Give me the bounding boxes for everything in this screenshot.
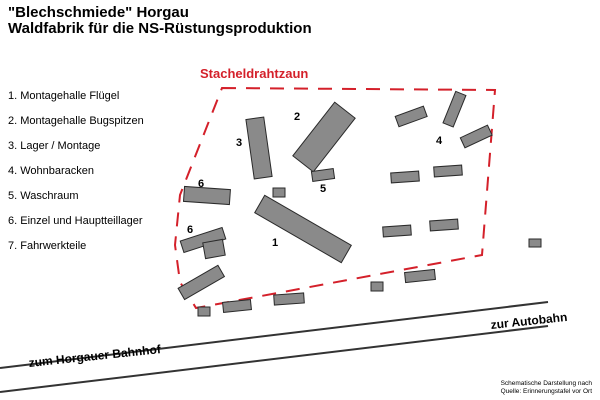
barrack xyxy=(442,90,467,128)
barrack xyxy=(197,306,211,317)
barrack xyxy=(404,268,436,284)
barrack xyxy=(370,281,384,292)
building-number: 2 xyxy=(294,111,300,123)
barrack xyxy=(394,105,428,128)
fence-label: Stacheldrahtzaun xyxy=(200,66,309,81)
map-title: "Blechschmiede" Horgau xyxy=(8,4,189,21)
road-line xyxy=(0,301,549,369)
legend-item: 4. Wohnbaracken xyxy=(8,165,95,177)
road-line xyxy=(0,325,549,393)
barrack xyxy=(222,299,252,313)
map-subtitle: Waldfabrik für die NS-Rüstungsproduktion xyxy=(8,20,312,37)
legend-item: 2. Montagehalle Bugspitzen xyxy=(8,115,144,127)
building-5 xyxy=(310,167,336,183)
barrack xyxy=(429,218,459,232)
legend-item: 1. Montagehalle Flügel xyxy=(8,90,120,102)
legend-item: 3. Lager / Montage xyxy=(8,140,101,152)
building-6c xyxy=(202,238,226,260)
building-small xyxy=(272,187,286,198)
barbed-wire-fence xyxy=(173,86,497,310)
legend: 1. Montagehalle Flügel 2. Montagehalle B… xyxy=(8,84,144,259)
building-7 xyxy=(177,264,226,301)
building-1 xyxy=(254,194,352,264)
source-note-line: Schematische Darstellung nach xyxy=(500,380,592,387)
barrack xyxy=(390,170,420,184)
building-number: 4 xyxy=(436,135,443,147)
building-6a xyxy=(182,185,231,206)
source-note-line: Quelle: Erinnerungstafel vor Ort xyxy=(500,388,592,395)
building-2 xyxy=(292,101,356,173)
barrack xyxy=(459,124,493,149)
source-note: Schematische Darstellung nach Quelle: Er… xyxy=(501,380,592,396)
barrack xyxy=(528,238,542,248)
legend-item: 5. Waschraum xyxy=(8,190,79,202)
building-number: 3 xyxy=(236,137,242,149)
legend-item: 6. Einzel und Hauptteillager xyxy=(8,215,143,227)
building-number: 5 xyxy=(320,183,326,195)
building-3 xyxy=(245,116,273,180)
barrack xyxy=(273,292,305,306)
building-number: 6 xyxy=(198,178,204,190)
barrack xyxy=(382,224,412,238)
building-number: 6 xyxy=(187,224,193,236)
legend-item: 7. Fahrwerkteile xyxy=(8,240,87,252)
barrack xyxy=(433,164,463,178)
building-number: 1 xyxy=(272,237,278,249)
